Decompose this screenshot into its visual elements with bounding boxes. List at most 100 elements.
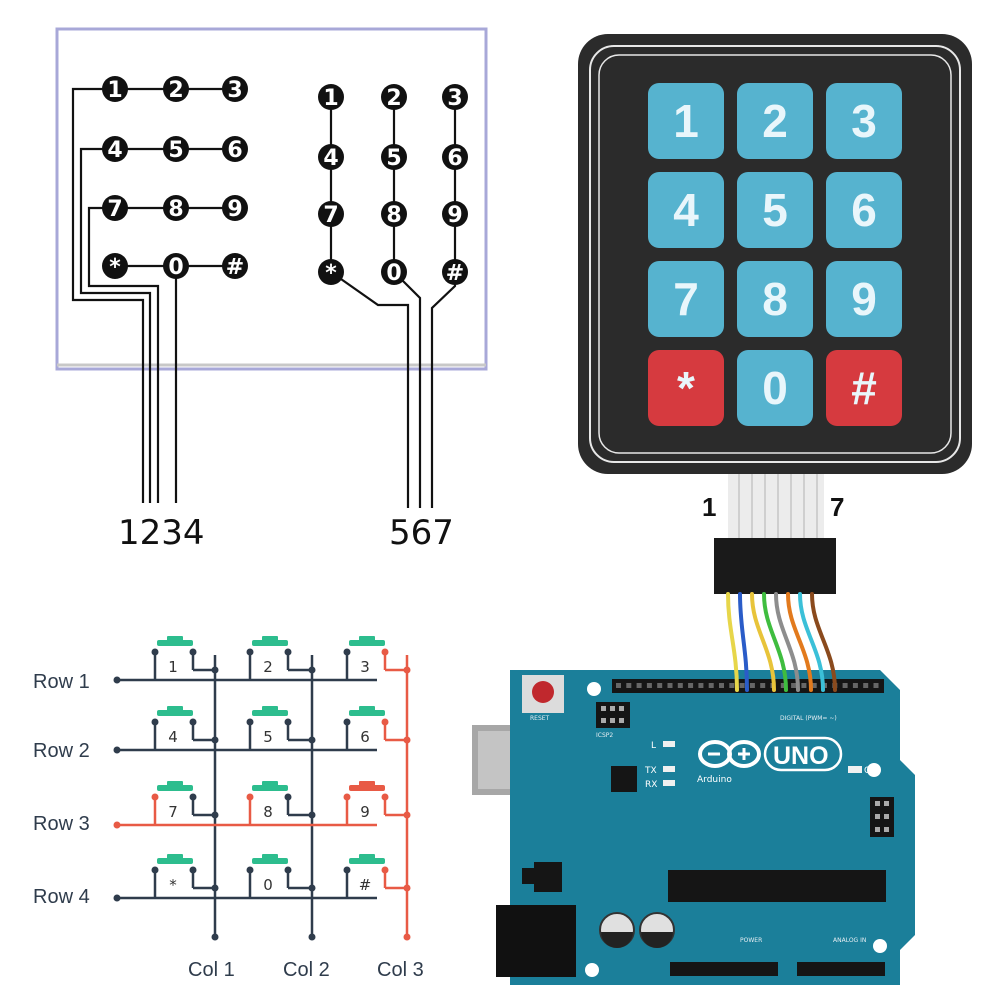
matrix-key-label: 8 xyxy=(263,803,273,821)
keypad-key-0[interactable]: 0 xyxy=(737,350,813,426)
matrix-key-label: 5 xyxy=(263,728,273,746)
matrix-key-label: 1 xyxy=(168,658,178,676)
col-1-label: Col 1 xyxy=(188,959,235,981)
analog-header xyxy=(797,962,885,976)
matrix-button-6: 6 xyxy=(349,706,385,746)
power-header xyxy=(670,962,778,976)
reset-label: RESET xyxy=(530,715,550,722)
jumper-wire-4 xyxy=(762,592,788,692)
jumper-wire-3 xyxy=(750,592,776,692)
rx-label: RX xyxy=(645,780,657,790)
keypad-key-5[interactable]: 5 xyxy=(737,172,813,248)
keypad-key-label: 8 xyxy=(762,273,788,325)
row-3-label: Row 3 xyxy=(33,813,90,835)
keypad-key-label: 6 xyxy=(851,184,877,236)
keypad-key-7[interactable]: 7 xyxy=(648,261,724,337)
schematic-frame xyxy=(55,27,488,371)
keypad-key-8[interactable]: 8 xyxy=(737,261,813,337)
keypad-key-star[interactable]: * xyxy=(648,350,724,426)
left-node-1: 1 xyxy=(102,76,128,103)
keypad-key-2[interactable]: 2 xyxy=(737,83,813,159)
left-node-label: 5 xyxy=(168,138,183,163)
left-node-label: 8 xyxy=(168,197,183,222)
pin-first-label: 1 xyxy=(702,492,716,522)
keypad-ribbon-cable: 1 7 xyxy=(702,474,844,594)
right-node-label: 3 xyxy=(447,86,462,111)
jumper-wire-1 xyxy=(726,592,739,692)
right-node-label: 7 xyxy=(323,203,338,228)
digital-label: DIGITAL (PWM= ~) xyxy=(780,715,837,722)
right-node-label: 0 xyxy=(386,261,401,286)
right-node-label: 8 xyxy=(386,203,401,228)
matrix-button-3: 3 xyxy=(349,636,385,676)
right-node-label: 4 xyxy=(323,146,338,171)
left-node-label: # xyxy=(226,255,244,280)
right-node-8: 8 xyxy=(381,201,407,228)
keypad-key-6[interactable]: 6 xyxy=(826,172,902,248)
keypad-key-1[interactable]: 1 xyxy=(648,83,724,159)
matrix-button-1: 1 xyxy=(157,636,193,676)
reset-button[interactable] xyxy=(532,681,554,703)
jumper-wire-2 xyxy=(738,592,749,692)
col-2-label: Col 2 xyxy=(283,959,330,981)
right-node-label: 9 xyxy=(447,203,462,228)
matrix-button-5: 5 xyxy=(252,706,288,746)
right-node-label: 5 xyxy=(386,146,401,171)
right-node-label: 1 xyxy=(323,86,338,111)
right-node-hash: # xyxy=(442,259,468,286)
left-node-label: 0 xyxy=(168,255,183,280)
right-node-9: 9 xyxy=(442,201,468,228)
keypad-key-label: 9 xyxy=(851,273,877,325)
keypad-key-9[interactable]: 9 xyxy=(826,261,902,337)
left-node-6: 6 xyxy=(222,136,248,163)
left-node-label: 7 xyxy=(107,197,122,222)
left-pins-label: 1234 xyxy=(118,513,205,553)
keypad-key-label: 2 xyxy=(762,95,788,147)
left-node-label: 4 xyxy=(107,138,122,163)
right-node-7: 7 xyxy=(318,201,344,228)
keypad-key-hash[interactable]: # xyxy=(826,350,902,426)
left-node-label: * xyxy=(109,255,121,280)
right-node-3: 3 xyxy=(442,84,468,111)
left-node-hash: # xyxy=(222,253,248,280)
left-node-label: 1 xyxy=(107,78,122,103)
arduino-board: RESET DIGITAL (PWM= ~) ICSP2 L TX RX ON … xyxy=(472,670,915,985)
row-4-label: Row 4 xyxy=(33,886,90,908)
right-node-5: 5 xyxy=(381,144,407,171)
power-label: POWER xyxy=(740,937,762,944)
matrix-key-label: 6 xyxy=(360,728,370,746)
left-node-0: 0 xyxy=(163,253,189,280)
keypad-key-label: 4 xyxy=(673,184,699,236)
col-3-label: Col 3 xyxy=(377,959,424,981)
left-node-9: 9 xyxy=(222,195,248,222)
keypad-inner-border xyxy=(598,54,952,454)
on-label: ON xyxy=(864,766,878,776)
left-node-star: * xyxy=(102,253,128,280)
matrix-button-4: 4 xyxy=(157,706,193,746)
right-node-1: 1 xyxy=(318,84,344,111)
jumper-wire-5 xyxy=(774,592,800,692)
jumper-wire-6 xyxy=(786,592,813,692)
left-node-8: 8 xyxy=(163,195,189,222)
voltage-regulator xyxy=(534,862,562,892)
row-1-label: Row 1 xyxy=(33,671,90,693)
keypad-key-4[interactable]: 4 xyxy=(648,172,724,248)
keypad-key-label: 7 xyxy=(673,273,699,325)
analog-label: ANALOG IN xyxy=(833,937,866,944)
tx-label: TX xyxy=(644,766,657,776)
dc-jack xyxy=(496,905,576,977)
left-node-label: 9 xyxy=(227,197,242,222)
arduino-logo-icon xyxy=(698,736,843,772)
keypad-key-label: # xyxy=(851,362,877,414)
matrix-button-9: 9 xyxy=(349,781,385,821)
brand-label: Arduino xyxy=(697,775,732,785)
left-node-4: 4 xyxy=(102,136,128,163)
keypad-key-3[interactable]: 3 xyxy=(826,83,902,159)
left-node-7: 7 xyxy=(102,195,128,222)
